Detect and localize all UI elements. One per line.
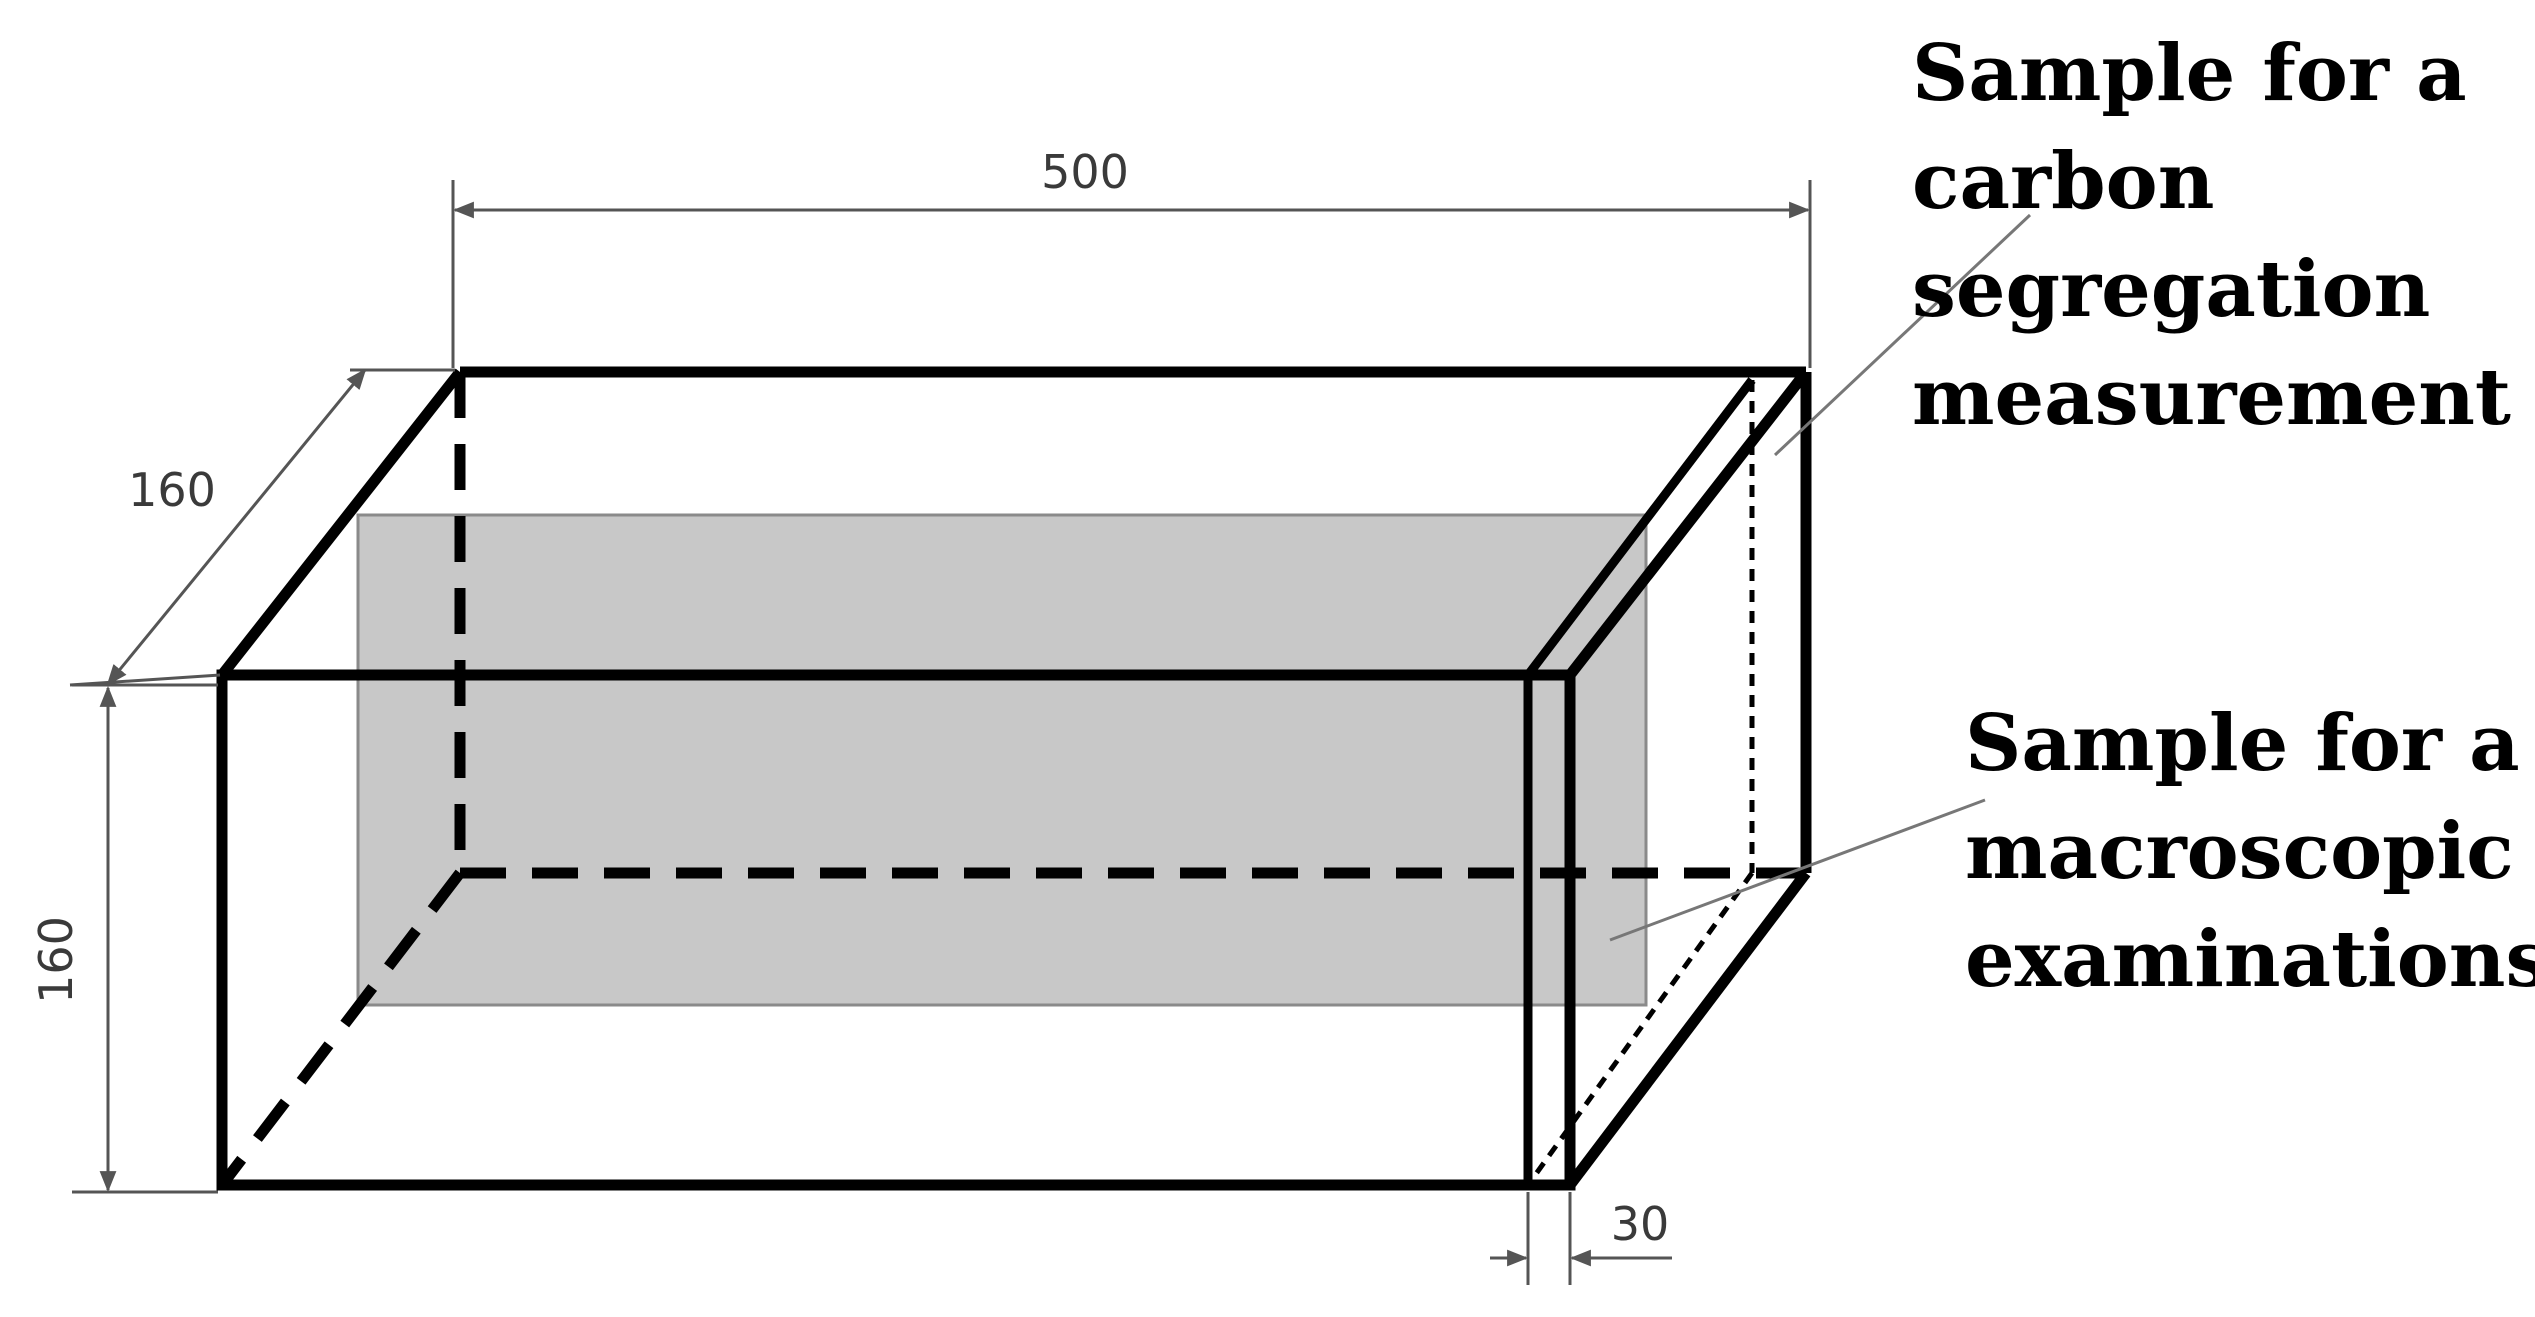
height-label: 160: [29, 916, 83, 1004]
thickness-label: 30: [1611, 1197, 1670, 1251]
thickness-dimension: [1490, 1192, 1672, 1285]
carbon-callout-line-2: carbon: [1912, 136, 2214, 227]
carbon-callout-line-3: segregation: [1912, 244, 2430, 335]
macro-sample-plane: [356, 513, 1648, 1007]
macro-callout-line-3: examinations: [1965, 914, 2535, 1005]
carbon-sample-callout: Sample for a carbon segregation measurem…: [1912, 28, 2511, 443]
depth-dimension: [69, 368, 455, 687]
macro-sample-callout: Sample for a macroscopic examinations: [1965, 698, 2535, 1005]
macro-callout-line-2: macroscopic: [1965, 806, 2514, 897]
carbon-callout-line-4: measurement: [1912, 352, 2511, 443]
length-label: 500: [1041, 145, 1129, 199]
carbon-callout-line-1: Sample for a: [1912, 28, 2467, 119]
macro-callout-line-1: Sample for a: [1965, 698, 2520, 789]
length-dimension: [451, 180, 1812, 368]
depth-label: 160: [128, 463, 216, 517]
carbon-slice-edges: [1523, 377, 1756, 1185]
leader-lines: [1609, 213, 2032, 942]
height-dimension: [72, 683, 218, 1194]
hidden-edges: [217, 372, 1806, 1189]
